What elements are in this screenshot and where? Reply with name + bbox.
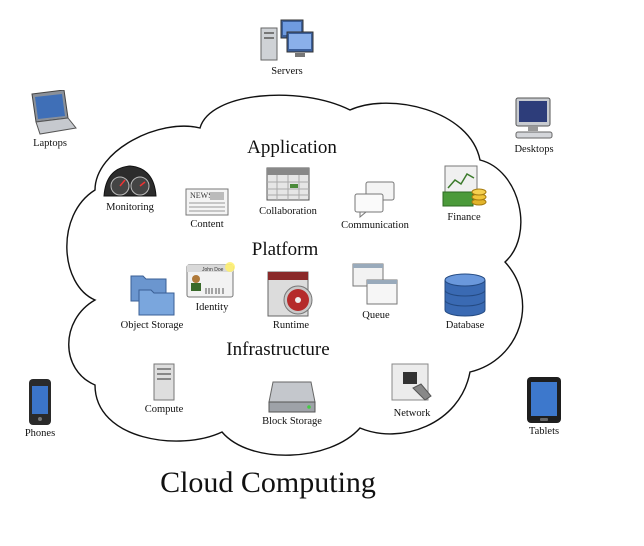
communication-label: Communication [341,220,409,231]
servers-icon [260,19,314,61]
queue-node: Queue [331,262,421,322]
phone-icon [29,379,51,425]
phones-label: Phones [24,428,56,439]
tablets-label: Tablets [528,426,560,437]
block-storage-label: Block Storage [262,416,322,427]
hard-drive-icon [268,381,316,413]
phones-node: Phones [0,378,85,440]
runtime-label: Runtime [272,320,310,331]
monitoring-node: Monitoring [85,162,175,214]
finance-label: Finance [447,212,481,223]
network-port-icon [391,363,432,401]
object-storage-label: Object Storage [120,320,184,331]
section-platform: Platform [251,239,319,260]
runtime-disc-icon [267,271,313,317]
calendar-icon [266,167,310,201]
database-label: Database [445,320,485,331]
desktops-label: Desktops [514,144,554,155]
id-card-icon: John Doe [186,262,235,298]
identity-label: Identity [195,302,229,313]
compute-server-icon [153,363,175,401]
diagram-title: Cloud Computing [160,466,376,499]
laptops-node: Laptops [5,90,95,150]
queue-label: Queue [362,310,390,321]
block-storage-node: Block Storage [247,378,337,428]
monitoring-label: Monitoring [106,202,154,213]
section-infrastructure: Infrastructure [226,339,330,360]
servers-node: Servers [242,18,332,78]
laptops-label: Laptops [33,138,67,149]
finance-node: Finance [419,164,509,224]
id-card-icon-text: John Doe [202,267,224,273]
folders-icon [130,275,175,316]
collaboration-node: Collaboration [243,164,333,218]
network-label: Network [393,408,431,419]
content-node: NEWS Content [162,187,252,231]
tablet-icon [527,377,561,423]
newspaper-icon-text: NEWS [190,191,213,200]
servers-label: Servers [271,66,303,77]
tablets-node: Tablets [499,376,589,438]
newspaper-icon: NEWS [185,188,229,216]
content-label: Content [190,219,224,230]
section-application: Application [247,137,337,158]
compute-node: Compute [119,362,209,416]
queue-windows-icon [352,263,398,305]
finance-money-icon [442,165,487,207]
database-icon [444,273,486,317]
communication-node: Communication [330,180,420,232]
laptop-icon [31,90,77,135]
collaboration-label: Collaboration [259,206,317,217]
identity-node: John Doe Identity [167,262,257,314]
database-node: Database [420,272,510,332]
compute-label: Compute [144,404,184,415]
object-storage-node: Object Storage [107,270,197,332]
runtime-node: Runtime [246,270,336,332]
monitoring-gauge-icon [103,165,157,197]
desktops-node: Desktops [489,96,579,156]
desktop-icon [515,97,553,139]
chat-bubbles-icon [354,181,395,218]
network-node: Network [367,362,457,420]
